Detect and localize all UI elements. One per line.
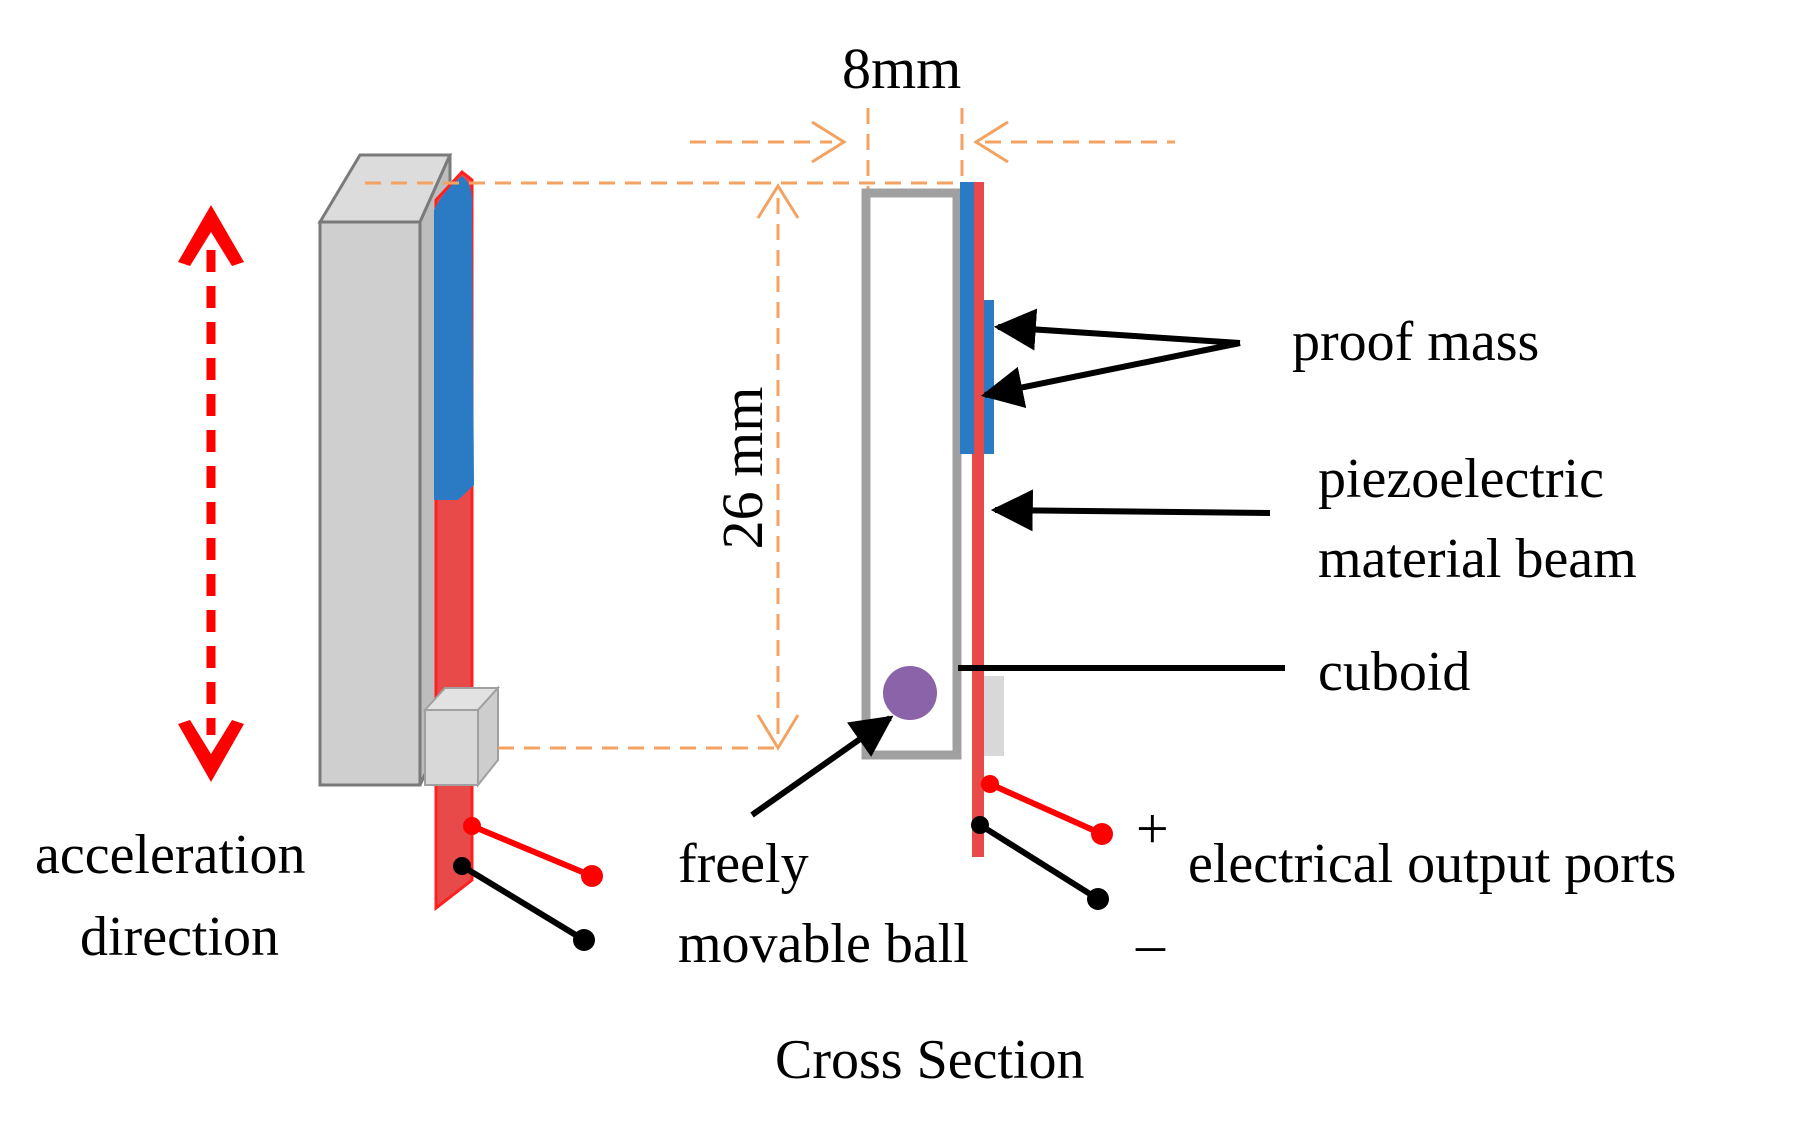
cross-section-view xyxy=(861,182,1113,910)
proof-mass-cross-section xyxy=(960,182,974,454)
output-ports-label: electrical output ports xyxy=(1188,833,1676,895)
lead-positive xyxy=(988,781,1104,837)
proof-mass-pointer-lower xyxy=(980,340,1241,409)
proof-mass-3d xyxy=(434,176,474,500)
acceleration-label-line1: acceleration xyxy=(35,824,305,886)
dimension-arrowheads xyxy=(756,120,1009,751)
clamp-cross-section xyxy=(984,676,1004,756)
piezo-label-line1: piezoelectric xyxy=(1318,448,1604,510)
clamp-cube-front xyxy=(424,709,479,786)
lead-positive-end xyxy=(1091,823,1113,845)
lead-positive-3d xyxy=(470,823,594,879)
proof-mass-label: proof mass xyxy=(1292,311,1539,373)
acceleration-direction-arrow xyxy=(178,205,244,782)
width-dimension-label: 8mm xyxy=(842,36,961,101)
housing-block-front xyxy=(318,220,422,787)
cuboid-cross-section xyxy=(861,188,962,760)
proof-mass-pointer-upper xyxy=(993,308,1241,351)
ball-label-line2: movable ball xyxy=(678,913,969,975)
cuboid-label: cuboid xyxy=(1318,641,1470,703)
negative-terminal-label: – xyxy=(1135,911,1166,976)
acceleration-label-line2: direction xyxy=(80,906,279,968)
height-dimension-label: 26 mm xyxy=(710,387,775,550)
ball-pointer xyxy=(750,715,894,818)
piezo-beam-cross-section xyxy=(972,182,984,857)
lead-negative-3d xyxy=(460,863,586,943)
ball-label-line1: freely xyxy=(678,833,809,895)
movable-ball xyxy=(883,666,937,720)
cross-section-caption: Cross Section xyxy=(775,1029,1085,1091)
positive-terminal-label: + xyxy=(1136,796,1169,861)
piezo-label-line2: material beam xyxy=(1318,528,1637,590)
lead-negative-end-3d xyxy=(573,929,595,951)
proof-mass-cross-section-outer xyxy=(984,300,994,454)
lead-negative-end xyxy=(1087,888,1109,910)
piezo-beam-pointer xyxy=(990,489,1271,532)
lead-positive-end-3d xyxy=(581,865,603,887)
callout-arrows xyxy=(750,308,1285,818)
lead-negative xyxy=(978,822,1100,902)
device-3d-view xyxy=(317,153,603,951)
